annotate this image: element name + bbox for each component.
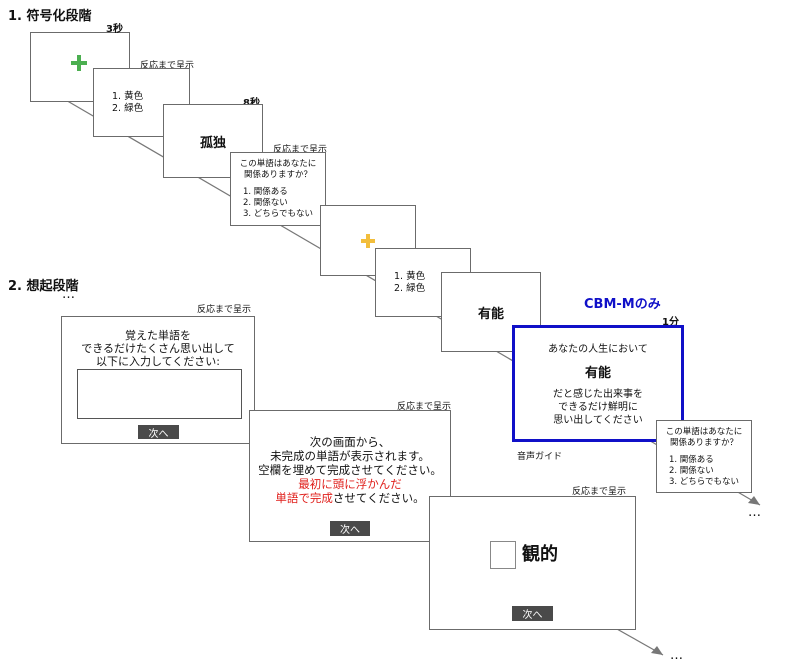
cbm-duration-label: 1分 xyxy=(662,317,679,328)
recall-ellipsis-end: … xyxy=(670,648,684,663)
free-recall-line: できるだけたくさん思い出して xyxy=(81,342,235,355)
next-button[interactable]: 次へ xyxy=(512,606,553,621)
relevance-option: 3. どちらでもない xyxy=(669,477,740,487)
instruction-line: 次の画面から、 xyxy=(309,435,391,449)
cbm-instruction-line: だと感じた出来事を xyxy=(553,389,643,400)
relevance-options-list-2: 1. 関係ある 2. 関係ない 3. どちらでもない xyxy=(669,455,739,488)
cbm-instruction-line: 思い出してください xyxy=(553,415,643,426)
word-stem-screen: 観的 次へ xyxy=(429,496,636,630)
fixation-duration-label: 3秒 xyxy=(106,24,123,35)
relevance-option: 1. 関係ある xyxy=(243,187,288,197)
stem-blank-input[interactable] xyxy=(490,541,516,569)
relevance-option: 2. 関係ない xyxy=(669,466,714,476)
relevance-screen: この単語はあなたに 関係ありますか？ 1. 関係ある 2. 関係ない 3. どち… xyxy=(230,152,326,226)
free-recall-screen: 覚えた単語を できるだけたくさん思い出して 以下に入力してください: 次へ xyxy=(61,316,255,444)
relevance-prompt-label: 反応まで呈示 xyxy=(273,145,328,155)
cbm-word: 有能 xyxy=(584,366,611,381)
color-prompt-label: 反応まで呈示 xyxy=(140,61,195,71)
relevance-question-line: この単語はあなたに xyxy=(665,427,743,437)
instruction-tail-span: させてください。 xyxy=(332,491,425,505)
relevance-question-2: この単語はあなたに 関係ありますか？ xyxy=(657,427,751,449)
recall-heading: 2. 想起段階 xyxy=(8,279,79,294)
free-recall-line: 覚えた単語を xyxy=(125,329,191,342)
free-recall-input[interactable] xyxy=(77,369,242,419)
instruction-prompt-label: 反応まで呈示 xyxy=(397,402,452,412)
relevance-option: 3. どちらでもない xyxy=(243,209,314,219)
instruction-line: 未完成の単語が表示されます。 xyxy=(270,449,430,463)
recall-ellipsis-top: … xyxy=(62,287,76,302)
free-recall-line: 以下に入力してください: xyxy=(95,355,221,368)
instruction-mixed-line: 単語で完成させてください。 xyxy=(250,491,450,505)
audio-guide-label: 音声ガイド xyxy=(517,452,563,462)
relevance-option: 1. 関係ある xyxy=(669,455,714,465)
next-button[interactable]: 次へ xyxy=(330,521,370,536)
free-recall-prompt-label: 反応まで呈示 xyxy=(197,305,252,315)
relevance-question: この単語はあなたに 関係ありますか？ xyxy=(231,159,325,181)
color-option: 2. 緑色 xyxy=(394,283,426,294)
relevance-question-line: 関係ありますか？ xyxy=(669,438,738,448)
cbm-line-1: あなたの人生において xyxy=(548,344,648,355)
instruction-line: 空欄を埋めて完成させてください。 xyxy=(258,463,442,477)
cbm-label: CBM-Mのみ xyxy=(584,297,661,312)
encoding-ellipsis: … xyxy=(748,505,762,520)
cbm-instructions: だと感じた出来事を できるだけ鮮明に 思い出してください xyxy=(515,388,681,427)
color-option: 1. 黄色 xyxy=(112,91,144,102)
stem-prompt-label: 反応まで呈示 xyxy=(572,487,627,497)
relevance-screen-2: この単語はあなたに 関係ありますか？ 1. 関係ある 2. 関係ない 3. どち… xyxy=(656,420,752,493)
encoding-heading: 1. 符号化段階 xyxy=(8,9,92,24)
free-recall-instructions: 覚えた単語を できるだけたくさん思い出して 以下に入力してください: xyxy=(62,329,254,368)
color-option: 2. 緑色 xyxy=(112,103,144,114)
yellow-cross-icon xyxy=(361,234,375,248)
encoding-timeline-arrowhead xyxy=(748,496,760,505)
color-options-list-2: 1. 黄色 2. 緑色 xyxy=(394,271,425,295)
next-button[interactable]: 次へ xyxy=(138,425,179,440)
color-option: 1. 黄色 xyxy=(394,271,426,282)
relevance-question-line: この単語はあなたに xyxy=(239,159,317,169)
relevance-option: 2. 関係ない xyxy=(243,198,288,208)
relevance-question-line: 関係ありますか？ xyxy=(243,170,312,180)
stem-instruction-text: 次の画面から、 未完成の単語が表示されます。 空欄を埋めて完成させてください。 … xyxy=(250,435,450,505)
cbm-instruction-line: できるだけ鮮明に xyxy=(558,402,638,413)
relevance-options-list: 1. 関係ある 2. 関係ない 3. どちらでもない xyxy=(243,187,313,220)
stem-instruction-screen: 次の画面から、 未完成の単語が表示されます。 空欄を埋めて完成させてください。 … xyxy=(249,410,451,542)
word-duration-label: 8秒 xyxy=(243,94,260,109)
cbm-memory-screen: あなたの人生において 有能 だと感じた出来事を できるだけ鮮明に 思い出してくだ… xyxy=(512,325,684,442)
instruction-highlight-span: 単語で完成 xyxy=(275,491,333,505)
instruction-highlight-line: 最初に頭に浮かんだ xyxy=(298,477,402,491)
green-cross-icon xyxy=(71,55,87,71)
stem-text: 観的 xyxy=(522,544,558,565)
color-options-list: 1. 黄色 2. 緑色 xyxy=(112,91,143,115)
recall-timeline-arrowhead xyxy=(651,646,663,655)
